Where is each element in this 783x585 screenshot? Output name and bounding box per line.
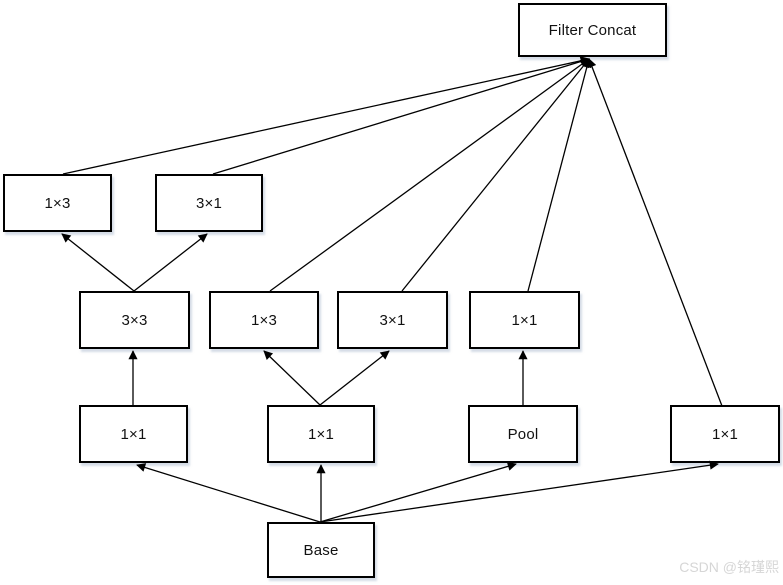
arrow-mid-3x1-to-filter-concat bbox=[401, 58, 590, 292]
node-base: Base bbox=[267, 522, 375, 578]
arrow-base-to-low-1x1-right bbox=[319, 460, 719, 523]
arrow-top-3x1-to-filter-concat bbox=[212, 57, 590, 175]
node-1x1-mid: 1×1 bbox=[469, 291, 580, 349]
node-1x3-top: 1×3 bbox=[3, 174, 112, 232]
node-filter-concat: Filter Concat bbox=[518, 3, 667, 57]
node-3x1-top: 3×1 bbox=[155, 174, 263, 232]
arrow-low-1x1-right-to-filter-concat bbox=[587, 58, 723, 407]
node-3x1-mid: 3×1 bbox=[337, 291, 448, 349]
node-1x1-low-left: 1×1 bbox=[79, 405, 188, 463]
arrow-mid-3x3-to-top-1x3 bbox=[61, 233, 135, 292]
arrow-base-to-low-1x1-left bbox=[136, 463, 321, 523]
arrow-low-1x1-mid-to-mid-1x3 bbox=[263, 350, 321, 406]
node-pool: Pool bbox=[468, 405, 578, 463]
arrow-low-1x1-mid-to-mid-3x1 bbox=[319, 350, 390, 406]
arrow-mid-3x3-to-top-3x1 bbox=[133, 233, 208, 292]
arrow-top-1x3-to-filter-concat bbox=[62, 56, 590, 175]
node-1x1-low-right: 1×1 bbox=[670, 405, 780, 463]
csdn-watermark: CSDN @铭瑾熙 bbox=[679, 559, 779, 575]
node-3x3-mid: 3×3 bbox=[79, 291, 190, 349]
node-1x1-low-mid: 1×1 bbox=[267, 405, 375, 463]
arrow-base-to-low-pool bbox=[319, 461, 517, 523]
arrow-mid-1x1-to-filter-concat bbox=[527, 58, 592, 292]
node-1x3-mid: 1×3 bbox=[209, 291, 319, 349]
arrow-mid-1x3-to-filter-concat bbox=[269, 58, 590, 292]
